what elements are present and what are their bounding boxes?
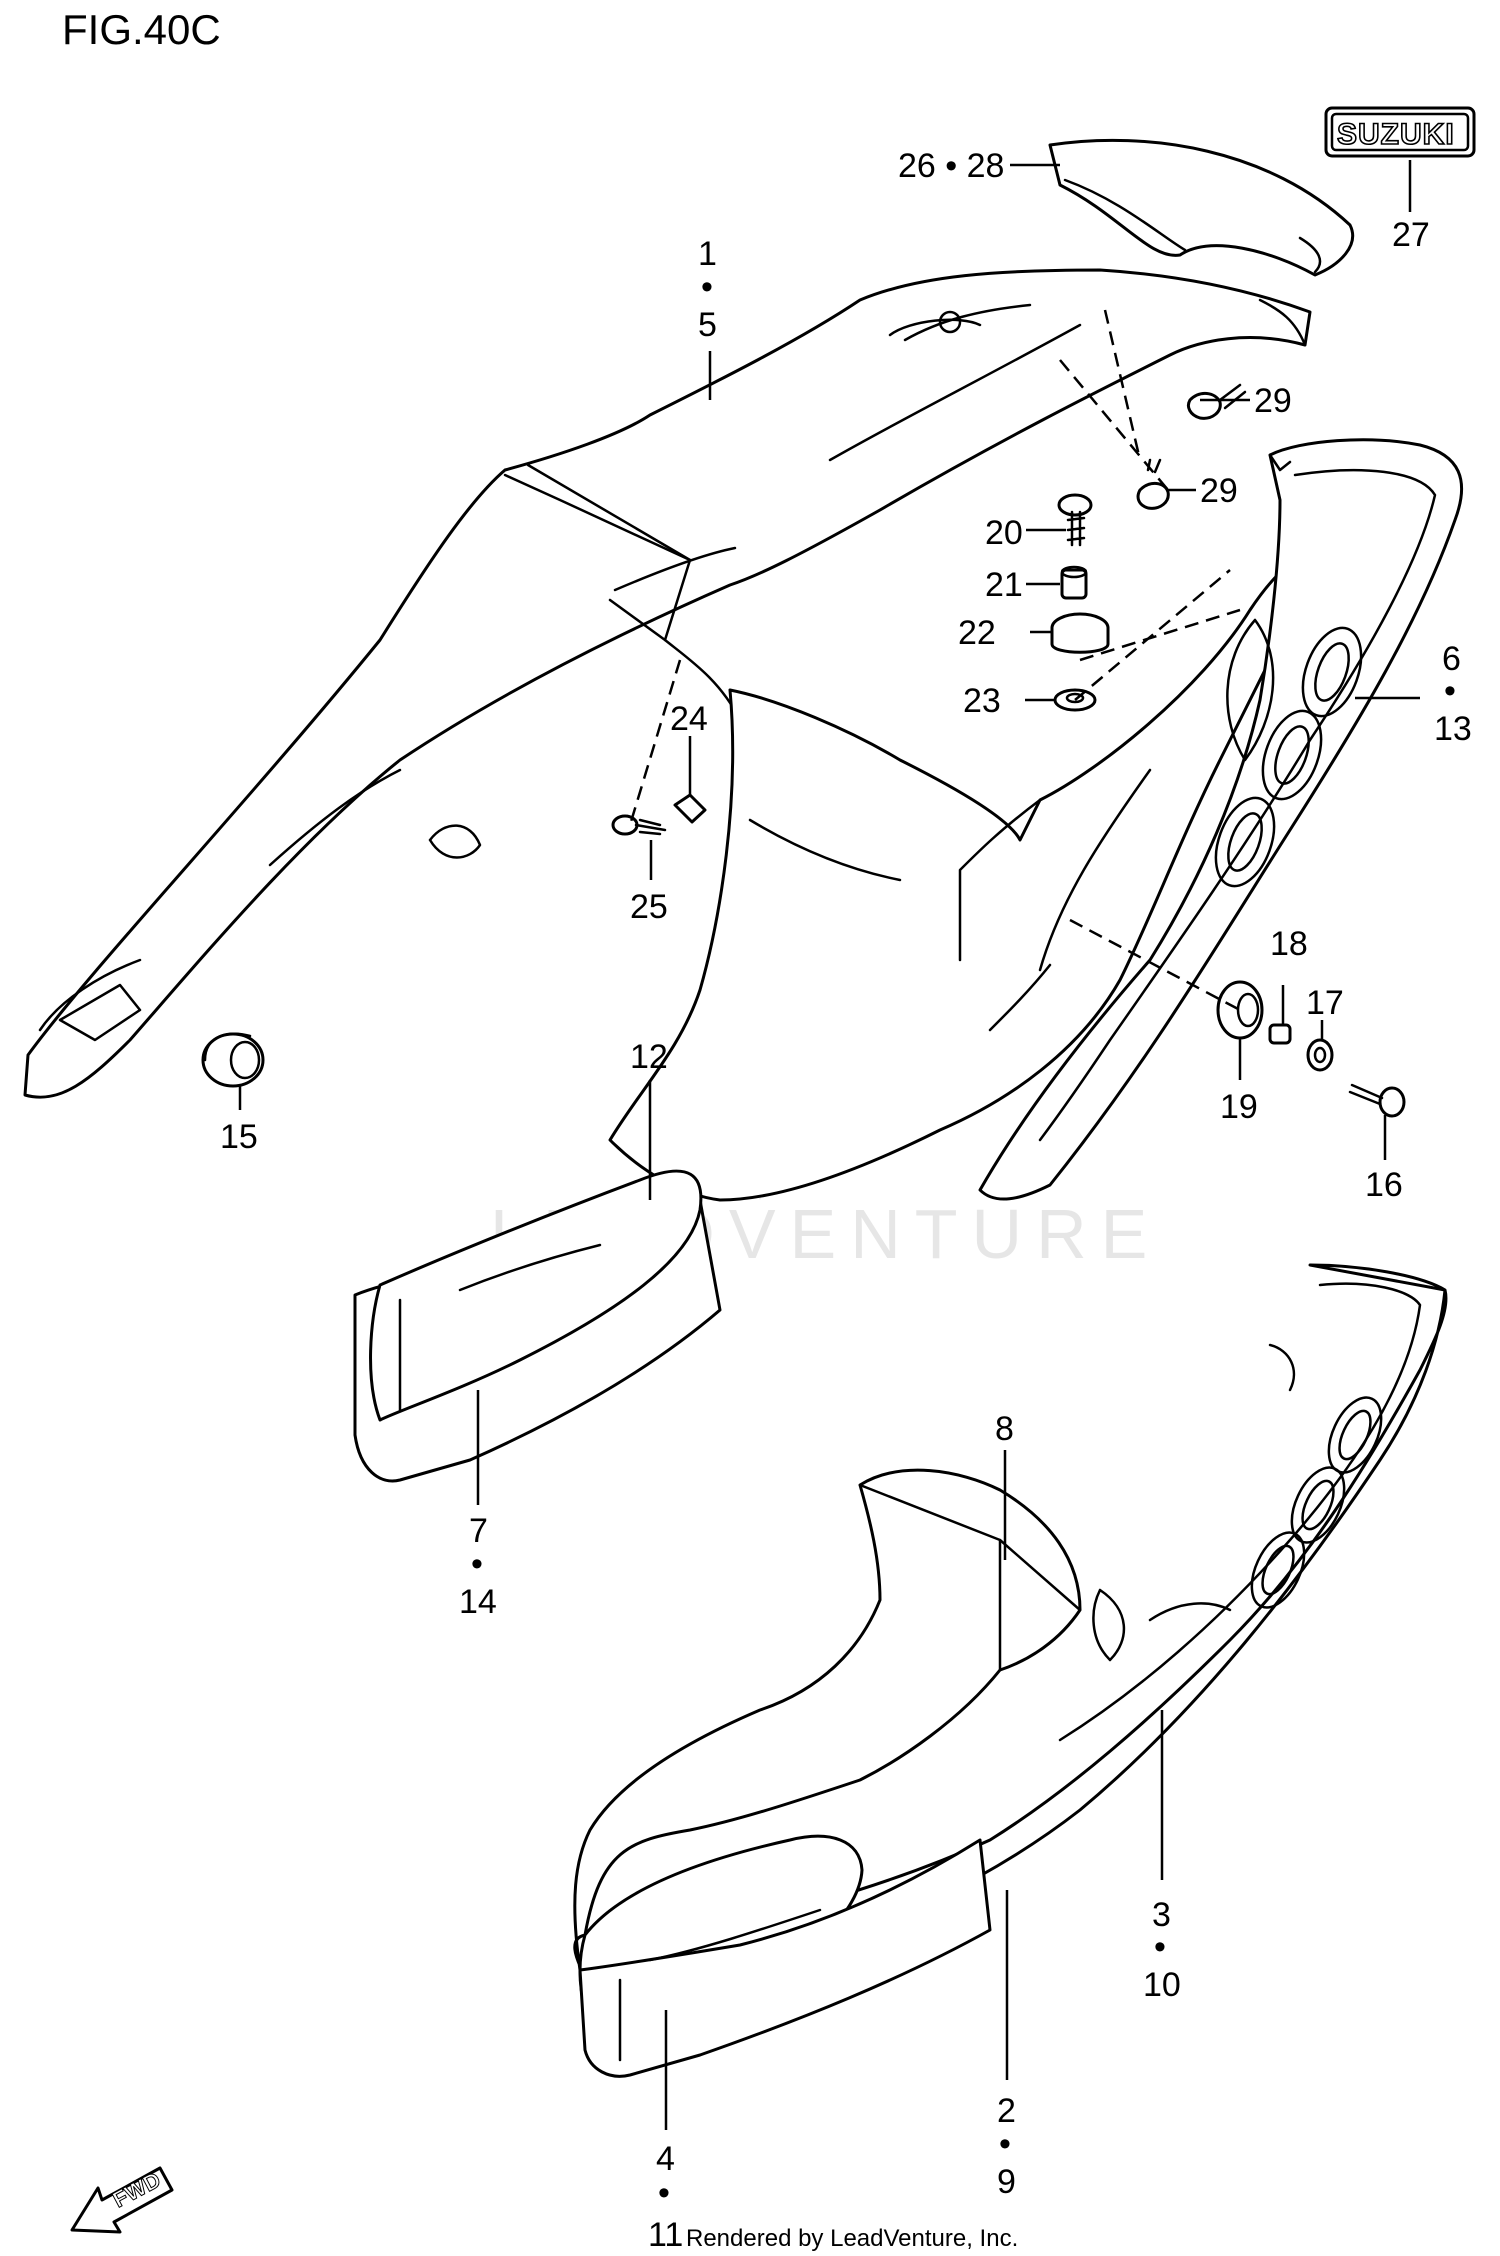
callout-1-top: 1 bbox=[698, 235, 717, 273]
callout-3-bottom: 10 bbox=[1143, 1966, 1181, 2004]
footer-rendered-by: Rendered by LeadVenture, Inc. bbox=[686, 2225, 1018, 2252]
callout-8: 8 bbox=[995, 1410, 1014, 1448]
callout-12: 12 bbox=[630, 1038, 668, 1076]
screw-29-lower bbox=[1136, 482, 1170, 510]
callout-22: 22 bbox=[958, 614, 996, 652]
screw-16 bbox=[1378, 1086, 1406, 1118]
callout-6-top: 6 bbox=[1442, 640, 1461, 678]
figure-title: FIG.40C bbox=[62, 6, 221, 53]
callout-26-28: 26 • 28 bbox=[898, 147, 1004, 185]
clip-24 bbox=[673, 793, 707, 824]
callout-4-top: 4 bbox=[656, 2140, 675, 2178]
left-lower-cover-part bbox=[353, 1169, 722, 1483]
fwd-arrow-icon bbox=[70, 2166, 174, 2234]
callout-7-dot: • bbox=[471, 1545, 483, 1583]
suzuki-emblem-text: SUZUKI bbox=[1337, 118, 1455, 151]
callout-21: 21 bbox=[985, 566, 1023, 604]
callout-leader-lines bbox=[238, 160, 1420, 2130]
callout-25: 25 bbox=[630, 888, 668, 926]
forward-direction-arrow: FWD bbox=[70, 2166, 174, 2234]
callout-2-bottom: 9 bbox=[997, 2163, 1016, 2201]
suzuki-emblem-part: SUZUKI bbox=[1324, 106, 1476, 158]
callout-19: 19 bbox=[1220, 1088, 1258, 1126]
callout-7-top: 7 bbox=[469, 1512, 488, 1550]
seat-cowl-part bbox=[1048, 138, 1354, 277]
callout-6-dot: • bbox=[1444, 672, 1456, 710]
callout-15: 15 bbox=[220, 1118, 258, 1156]
callout-23: 23 bbox=[963, 682, 1001, 720]
screw-25 bbox=[611, 814, 639, 836]
callout-6-bottom: 13 bbox=[1434, 710, 1472, 748]
right-side-cover-part bbox=[978, 438, 1464, 1201]
callout-20: 20 bbox=[985, 514, 1023, 552]
screw-29-upper bbox=[1186, 392, 1222, 420]
callout-7-bottom: 14 bbox=[459, 1583, 497, 1621]
callout-16: 16 bbox=[1365, 1166, 1403, 1204]
callout-18: 18 bbox=[1270, 925, 1308, 963]
bolt-20 bbox=[1057, 493, 1093, 517]
callout-4-dot: • bbox=[658, 2174, 670, 2212]
washer-17 bbox=[1306, 1038, 1334, 1072]
collar-21 bbox=[1060, 568, 1088, 600]
fastener-hardware bbox=[201, 383, 1406, 1118]
callout-3-dot: • bbox=[1154, 1928, 1166, 1966]
lower-left-cover-part bbox=[578, 1834, 992, 2078]
callout-27: 27 bbox=[1392, 216, 1430, 254]
callout-29-upper: 29 bbox=[1254, 382, 1292, 420]
callout-2-dot: • bbox=[999, 2125, 1011, 2163]
callout-1-bottom: 5 bbox=[698, 306, 717, 344]
callout-3-top: 3 bbox=[1152, 1896, 1171, 1934]
callout-24: 24 bbox=[670, 700, 708, 738]
assembly-dashed-lines bbox=[628, 309, 1241, 1012]
callout-labels: 1 • 5 26 • 28 27 29 29 20 21 22 23 6 • 1… bbox=[220, 147, 1472, 2212]
collar-18 bbox=[1268, 1023, 1292, 1045]
grommet-19 bbox=[1216, 980, 1264, 1040]
callout-29-lower: 29 bbox=[1200, 472, 1238, 510]
callout-1-dot: • bbox=[701, 268, 713, 306]
callout-17: 17 bbox=[1306, 984, 1344, 1022]
footer-page-number: 11 bbox=[648, 2216, 683, 2254]
tail-center-section bbox=[608, 553, 1307, 1202]
callout-2-top: 2 bbox=[997, 2092, 1016, 2130]
